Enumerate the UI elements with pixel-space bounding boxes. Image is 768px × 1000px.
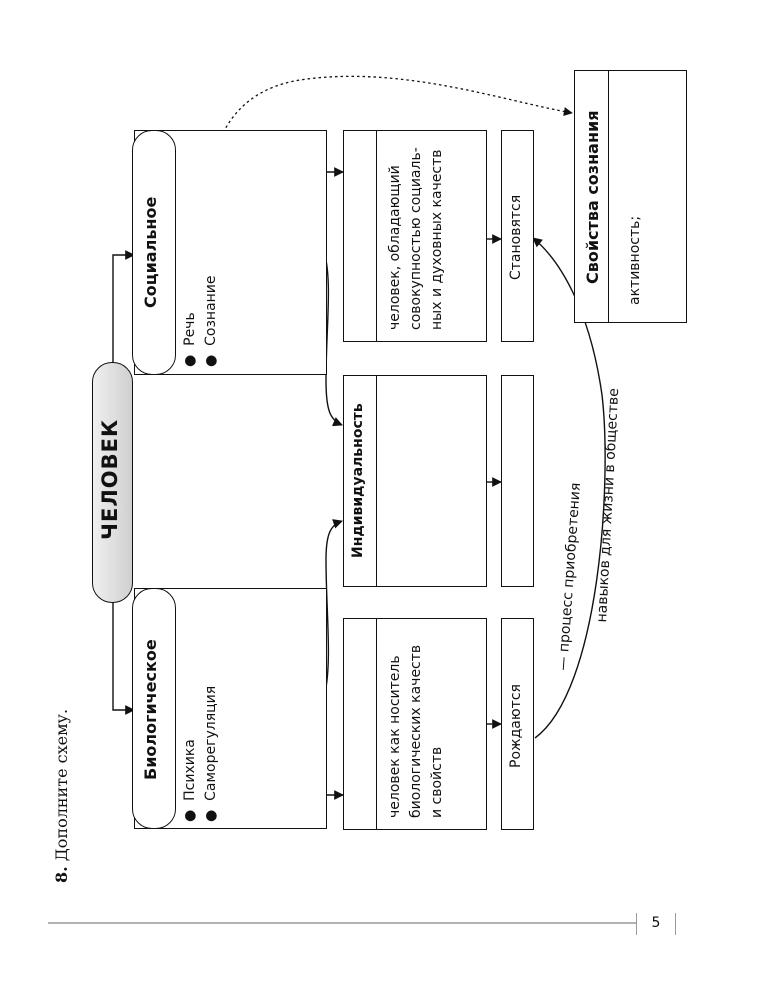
biological-definition-line-2: биологических качеств [408, 644, 424, 818]
social-definition-box [343, 130, 487, 342]
social-definition-line-1: человек, обладающий [387, 165, 403, 330]
consciousness-box [574, 70, 687, 323]
biological-to-individuality-arrow [324, 519, 343, 694]
become-label: Становятся [508, 194, 524, 280]
middle-stage-box [501, 375, 534, 587]
biological-definition-divider [376, 618, 378, 830]
biological-title: Биологическое [141, 639, 160, 780]
born-label: Рождаются [508, 684, 524, 768]
task-number: 8. [52, 866, 71, 883]
page-number: 5 [651, 915, 661, 931]
individuality-box [343, 375, 487, 587]
biological-definition-box [343, 618, 487, 830]
root-node [92, 362, 133, 603]
social-definition-line-2: совокупностью социаль- [408, 147, 424, 330]
task-text: Дополните схему. [52, 708, 71, 862]
social-definition-divider [376, 130, 378, 342]
individuality-title: Индивидуальность [350, 403, 366, 558]
root-to-social-arrow [112, 250, 135, 362]
root-label: ЧЕЛОВЕК [98, 418, 122, 540]
individuality-divider [376, 375, 378, 587]
social-title: Социальное [141, 196, 160, 308]
biological-definition-line-3: и свойств [429, 746, 445, 818]
task-heading: 8. Дополните схему. [52, 709, 71, 883]
consciousness-item: активность; [627, 215, 643, 305]
social-header [132, 130, 176, 375]
social-item-1: ● Речь [182, 312, 198, 367]
root-to-biological-arrow [112, 603, 135, 715]
born-box [501, 618, 534, 830]
biological-item-2: ● Саморегуляция [203, 685, 219, 822]
social-item-2: ● Сознание [203, 275, 219, 367]
become-box [501, 130, 534, 342]
consciousness-divider [608, 70, 610, 323]
social-to-individuality-arrow [324, 254, 343, 427]
biological-header [132, 588, 176, 829]
social-definition-line-3: ных и духовных качеств [429, 149, 445, 330]
biological-definition-line-1: человек как носитель [387, 655, 403, 818]
page-number-box: 5 [636, 913, 676, 935]
process-arc-arrow [532, 237, 606, 739]
consciousness-title: Свойства сознания [583, 110, 602, 284]
biological-item-1: ● Психика [182, 739, 198, 822]
